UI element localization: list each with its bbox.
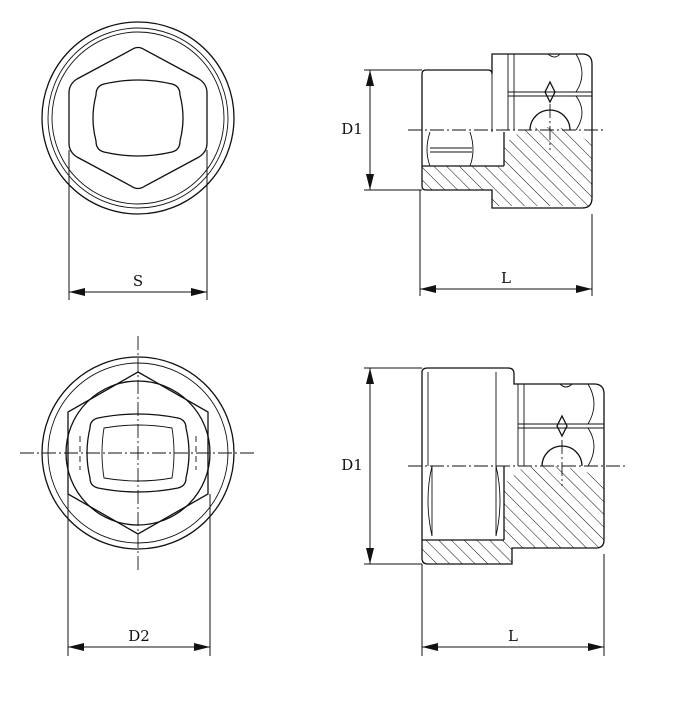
arrowhead-icon [366, 174, 374, 190]
top-end-view: S [41, 21, 235, 300]
cavity-clear [422, 142, 474, 165]
hex-opening [68, 46, 208, 190]
socket-outline [421, 367, 605, 565]
square-drive [86, 413, 190, 493]
arrowhead-icon [194, 643, 210, 651]
section-hatch [422, 127, 592, 206]
outer-circle-chamfer [47, 27, 229, 209]
flute-curve [495, 465, 501, 537]
d1-label-bottom: D1 [341, 456, 363, 474]
arrowhead-icon [366, 70, 374, 86]
arrowhead-icon [422, 643, 438, 651]
cavity-clear [424, 470, 500, 536]
square-drive [92, 79, 184, 157]
outer-circle [41, 21, 235, 215]
drive-notch [547, 53, 561, 58]
drive-corner-curve [587, 383, 595, 425]
bottom-side-view: D1 L [341, 367, 626, 656]
drive-corner-curve [575, 53, 583, 93]
drive-corner-curve [587, 427, 595, 467]
arrowhead-icon [69, 288, 85, 296]
section-hatch [422, 466, 604, 564]
flute-curve [469, 131, 474, 167]
flute-curve [426, 131, 431, 167]
detent-diamond-icon [556, 414, 568, 438]
arrowhead-icon [366, 368, 374, 384]
s-label: S [133, 272, 143, 290]
drive-notch [559, 383, 573, 388]
detent-diamond-icon [544, 80, 556, 104]
d2-label: D2 [128, 627, 150, 645]
top-side-view: D1 L [341, 53, 606, 296]
arrowhead-icon [420, 285, 436, 293]
flute-curve [427, 465, 433, 537]
arrowhead-icon [191, 288, 207, 296]
arrowhead-icon [366, 548, 374, 564]
d1-label-top: D1 [341, 120, 363, 138]
l-label-bottom: L [508, 627, 518, 645]
socket-outline [421, 53, 593, 209]
square-drive-inner [101, 424, 175, 482]
arrowhead-icon [576, 285, 592, 293]
inner-ring [51, 31, 225, 205]
l-label-top: L [501, 269, 511, 287]
arrowhead-icon [68, 643, 84, 651]
drive-corner-curve [575, 95, 583, 131]
arrowhead-icon [588, 643, 604, 651]
bottom-end-view: D2 [20, 336, 256, 656]
